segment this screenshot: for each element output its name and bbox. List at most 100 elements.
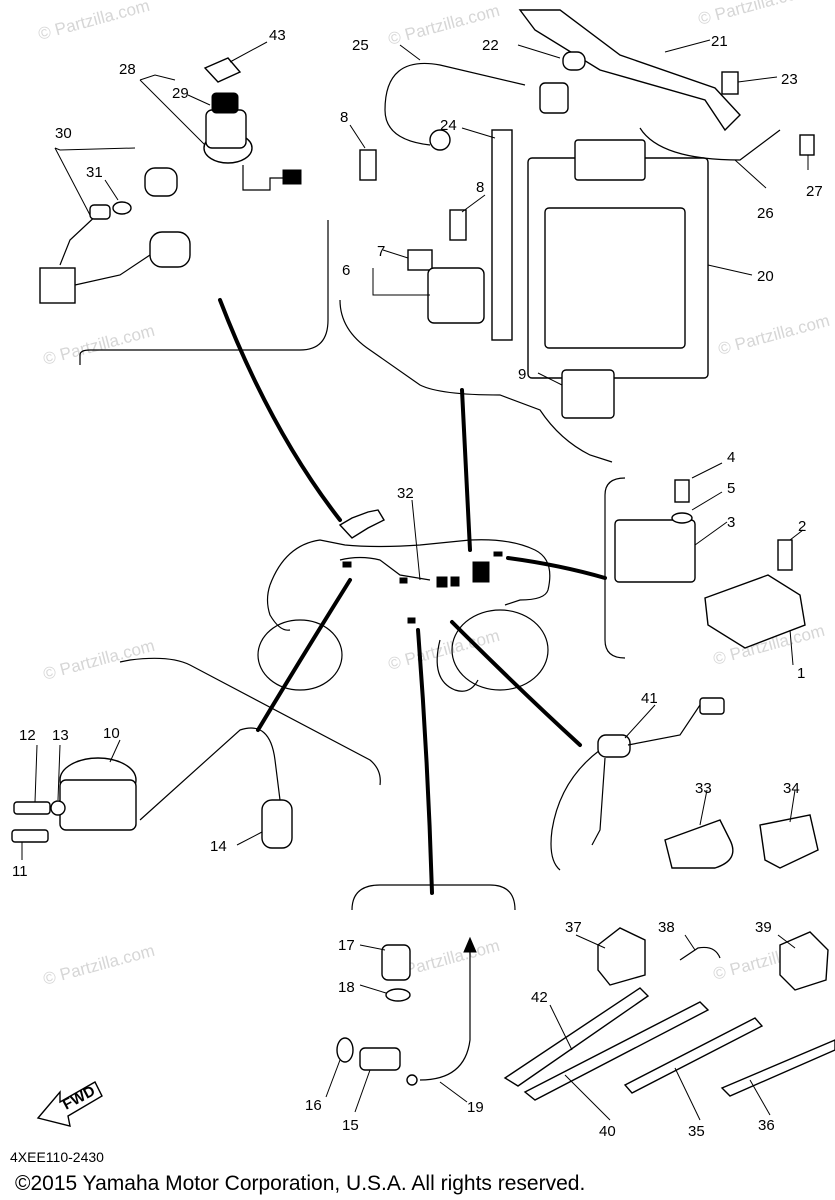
plug-cap-14 (261, 799, 293, 849)
watermark: © Partzilla.com (41, 941, 157, 989)
part-label-32: 32 (397, 485, 414, 502)
harness-block (493, 551, 503, 557)
part-label-13: 13 (52, 727, 69, 744)
atv-front (266, 584, 291, 631)
fwd-indicator: FWD (36, 1081, 103, 1127)
part-label-27: 27 (806, 183, 823, 200)
atv-front-wheel (257, 619, 343, 691)
bolt-27 (799, 134, 815, 156)
cdi-unit-1 (704, 574, 806, 649)
switch-bulb (112, 201, 132, 215)
main-switch (203, 57, 302, 191)
part-label-4: 4 (727, 449, 735, 466)
cable-tie-40 (523, 1001, 710, 1101)
starter-relay-6 (427, 267, 485, 324)
fuse-7 (407, 249, 433, 271)
ignition-coil-area (11, 727, 293, 849)
group-boundaries (79, 220, 626, 911)
cable-terminal (429, 129, 451, 151)
part-label-12: 12 (19, 727, 36, 744)
part-labels: 1 2 3 4 5 6 7 8 8 9 10 11 12 13 14 15 16… (12, 27, 823, 1140)
part-label-28: 28 (119, 61, 136, 78)
part-label-24: 24 (440, 117, 457, 134)
leader-bottom-right (450, 620, 582, 747)
part-label-18: 18 (338, 979, 355, 996)
clamp-33 (664, 819, 734, 869)
part-label-36: 36 (758, 1117, 775, 1134)
part-label-8b: 8 (476, 179, 484, 196)
bolt-4 (674, 479, 690, 503)
fwd-arrow-icon (36, 1081, 103, 1127)
switch-15 (359, 1047, 401, 1071)
boundary-right (604, 477, 626, 659)
switch-lead-19 (419, 950, 471, 1081)
part-label-1: 1 (797, 665, 805, 682)
bolt-23 (721, 71, 739, 95)
part-label-34: 34 (783, 780, 800, 797)
atv-harness (339, 556, 431, 581)
switch-spring (591, 757, 606, 846)
part-label-29: 29 (172, 85, 189, 102)
bolt-8 (449, 209, 467, 241)
copyright-notice: ©2015 Yamaha Motor Corporation, U.S.A. A… (15, 1172, 585, 1195)
part-label-37: 37 (565, 919, 582, 936)
harness-block (407, 617, 416, 624)
watermark: © Partzilla.com (41, 321, 157, 369)
bolt-8 (359, 149, 377, 181)
part-label-26: 26 (757, 205, 774, 222)
washer-5 (671, 512, 693, 524)
part-label-38: 38 (658, 919, 675, 936)
rectifier-cdi (614, 479, 806, 649)
watermark: © Partzilla.com (696, 0, 812, 29)
harness-block (450, 576, 460, 587)
main-switch-barrel (205, 109, 247, 149)
switch-wire (242, 165, 285, 191)
arrow-up (463, 936, 477, 953)
boundary-top-left (79, 220, 329, 365)
cable-ties (503, 987, 835, 1101)
clamp-38 (679, 946, 721, 961)
battery-hose-24 (491, 129, 513, 341)
switch-connector (282, 169, 302, 185)
part-label-35: 35 (688, 1123, 705, 1140)
part-label-11: 11 (12, 863, 28, 880)
atv-body (269, 539, 551, 606)
relay-9 (561, 369, 615, 419)
harness-block (342, 561, 352, 568)
washer-13 (50, 800, 66, 816)
watermark: © Partzilla.com (716, 311, 832, 359)
boundary-top-right (339, 299, 613, 463)
battery-cable-25 (384, 63, 526, 146)
wire-plug (89, 204, 111, 220)
part-label-3: 3 (727, 514, 735, 531)
watermark: © Partzilla.com (386, 626, 502, 674)
atv-outline (257, 509, 551, 692)
harness-block (436, 576, 448, 588)
part-label-30: 30 (55, 125, 72, 142)
sensor-area (336, 936, 477, 1086)
starter-switch (39, 167, 191, 304)
switch-wire (59, 211, 101, 266)
leader-top-left (218, 298, 342, 522)
bolt-11 (11, 829, 49, 843)
battery-area (359, 9, 815, 419)
part-label-15: 15 (342, 1117, 359, 1134)
clamp-37 (597, 927, 646, 986)
part-label-20: 20 (757, 268, 774, 285)
label-leaders (21, 39, 809, 1121)
battery-band-21 (518, 9, 741, 132)
battery-cable-26 (639, 127, 781, 161)
bolt-12 (13, 801, 51, 815)
lead-terminal (406, 1074, 418, 1086)
clamp-34 (759, 814, 819, 869)
part-label-39: 39 (755, 919, 772, 936)
harness-block (399, 577, 408, 584)
cable-tie-42 (503, 987, 650, 1087)
atv-rear-wheel (451, 609, 549, 691)
battery-top (574, 139, 646, 181)
part-label-10: 10 (103, 725, 120, 742)
part-label-22: 22 (482, 37, 499, 54)
part-label-25: 25 (352, 37, 369, 54)
boundary-bottom-center (351, 884, 516, 911)
